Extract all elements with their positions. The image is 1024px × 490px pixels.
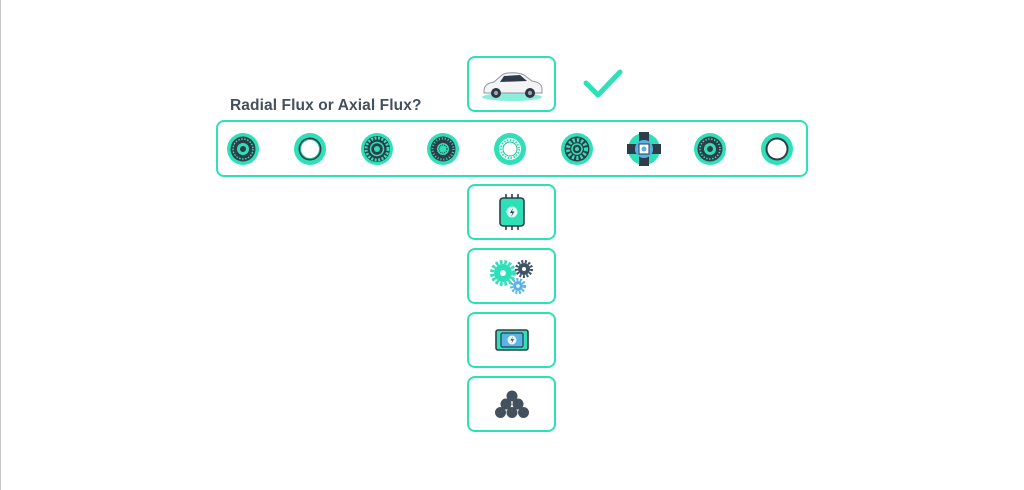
inverter-icon	[494, 327, 529, 353]
checkmark-icon	[582, 68, 624, 105]
gear-stator-icon	[560, 132, 594, 166]
cells-pile-icon	[494, 389, 529, 419]
frame-left-edge	[0, 0, 1, 490]
winding-motor-icon	[426, 132, 460, 166]
ring-motor-icon	[493, 132, 527, 166]
diagram-title: Radial Flux or Axial Flux?	[230, 97, 422, 114]
ring-motor-icon	[760, 132, 794, 166]
ring-motor-icon	[293, 132, 327, 166]
slotted-stator-icon	[360, 132, 394, 166]
battery-box	[467, 184, 556, 240]
axial-flux-motor-icon	[626, 131, 661, 166]
radial-motor-icon	[226, 132, 260, 166]
gears-icon	[488, 257, 536, 295]
battery-chip-icon	[497, 193, 527, 231]
car-box	[467, 56, 556, 112]
cells-box	[467, 376, 556, 432]
motor-options-row	[216, 120, 808, 177]
electric-car-icon	[478, 64, 546, 104]
radial-motor-icon	[693, 132, 727, 166]
inverter-box	[467, 312, 556, 368]
gears-box	[467, 248, 556, 304]
